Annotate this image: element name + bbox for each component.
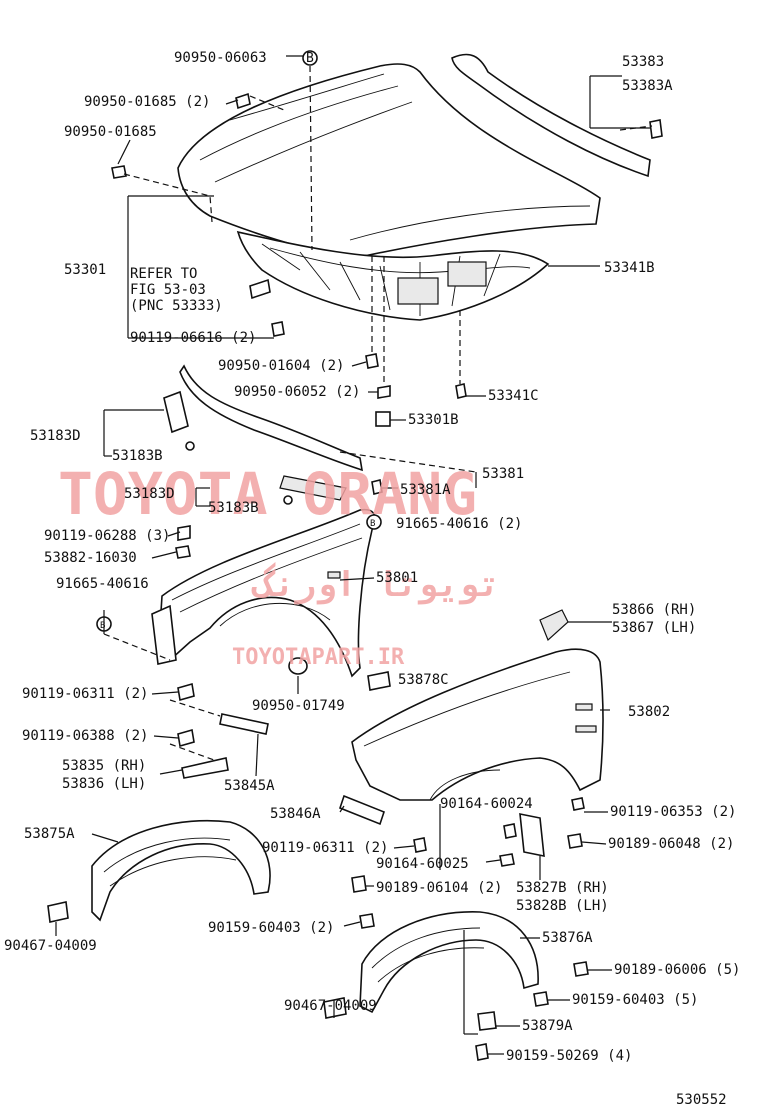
callout-90950-01749: 90950-01749	[252, 698, 345, 714]
callout-53183D-lower: 53183D	[124, 486, 175, 502]
callout-53882-16030: 53882-16030	[44, 550, 137, 566]
callout-90467-04009-left: 90467-04009	[4, 938, 97, 954]
callout-53341C: 53341C	[488, 388, 539, 404]
fender-liner-brackets	[103, 610, 269, 779]
bracket-53183D-lower	[279, 475, 347, 505]
callout-53845A: 53845A	[224, 778, 275, 794]
watermark-brand: TOYOTA ORANG	[58, 460, 477, 528]
callout-90159-50269: 90159-50269 (4)	[506, 1048, 632, 1064]
svg-text:B: B	[306, 51, 314, 66]
callout-53866-rh: 53866 (RH)	[612, 602, 696, 618]
callout-90159-60403-2: 90159-60403 (2)	[208, 920, 334, 936]
callout-90119-06388: 90119-06388 (2)	[22, 728, 148, 744]
callout-91665-40616: 91665-40616	[56, 576, 149, 592]
callout-90119-06311-upper: 90119-06311 (2)	[22, 686, 148, 702]
bracket-53183D-upper	[163, 390, 195, 451]
callout-90467-04009-right: 90467-04009	[284, 998, 377, 1014]
watermark-site: TOYOTAPART.IR	[232, 645, 405, 670]
watermark-arabic: تويوتا اورنگ	[251, 561, 500, 605]
callout-90159-60403-5: 90159-60403 (5)	[572, 992, 698, 1008]
callout-90189-06048: 90189-06048 (2)	[608, 836, 734, 852]
hood-bracket	[249, 278, 271, 300]
svg-text:B: B	[100, 621, 105, 631]
callout-53381: 53381	[482, 466, 524, 482]
callout-53183B-upper: 53183B	[112, 448, 163, 464]
callout-53827B-rh: 53827B (RH)	[516, 880, 609, 896]
callout-90164-60024: 90164-60024	[440, 796, 533, 812]
callout-53802: 53802	[628, 704, 670, 720]
callout-90119-06311-lower: 90119-06311 (2)	[262, 840, 388, 856]
callout-90950-01604: 90950-01604 (2)	[218, 358, 344, 374]
refer-note-line2: FIG 53-03	[130, 282, 206, 298]
callout-91665-40616-2: 91665-40616 (2)	[396, 516, 522, 532]
callout-53875A: 53875A	[24, 826, 75, 842]
callout-90119-06353: 90119-06353 (2)	[610, 804, 736, 820]
callout-53878C: 53878C	[398, 672, 449, 688]
callout-53301: 53301	[64, 262, 106, 278]
hood-inner-panel	[236, 230, 550, 321]
drawing-number: 530552	[676, 1092, 727, 1108]
callout-connectors	[55, 99, 612, 1055]
callout-53383A: 53383A	[622, 78, 673, 94]
callout-90119-06288: 90119-06288 (3)	[44, 528, 170, 544]
right-fender-brackets	[339, 609, 612, 870]
callouts: 90950-06063 90950-01685 (2) 90950-01685 …	[4, 50, 740, 1064]
watermark: TOYOTA ORANG تويوتا اورنگ TOYOTAPART.IR	[58, 460, 500, 670]
callout-90119-06616: 90119-06616 (2)	[130, 330, 256, 346]
left-fender	[157, 508, 376, 678]
left-fender-bracket: B B	[96, 514, 391, 748]
callout-53301B: 53301B	[408, 412, 459, 428]
left-fender-liner	[47, 819, 271, 923]
callout-53867-lh: 53867 (LH)	[612, 620, 696, 636]
refer-note-line3: (PNC 53333)	[130, 298, 223, 314]
hood-panel	[177, 63, 601, 259]
leader-lines-hood	[123, 55, 653, 386]
callout-53381A: 53381A	[400, 482, 451, 498]
callout-53183D-upper: 53183D	[30, 428, 81, 444]
hood-weatherstrip	[451, 53, 651, 178]
callout-53801: 53801	[376, 570, 418, 586]
fastener-group-upper: B	[111, 50, 663, 427]
svg-text:B: B	[370, 519, 375, 529]
callout-90950-01685: 90950-01685	[64, 124, 157, 140]
callout-90950-01685-2: 90950-01685 (2)	[84, 94, 210, 110]
callout-90950-06052: 90950-06052 (2)	[234, 384, 360, 400]
callout-90950-06063: 90950-06063	[174, 50, 267, 66]
callout-53383: 53383	[622, 54, 664, 70]
right-fender-liner	[323, 875, 589, 1061]
callout-90189-06006: 90189-06006 (5)	[614, 962, 740, 978]
callout-53835-rh: 53835 (RH)	[62, 758, 146, 774]
refer-note: REFER TO FIG 53-03 (PNC 53333)	[130, 266, 223, 314]
callout-53836-lh: 53836 (LH)	[62, 776, 146, 792]
callout-53879A: 53879A	[522, 1018, 573, 1034]
right-fender	[351, 648, 604, 801]
callout-53341B: 53341B	[604, 260, 655, 276]
refer-note-line1: REFER TO	[130, 266, 197, 282]
callout-53828B-lh: 53828B (LH)	[516, 898, 609, 914]
callout-53876A: 53876A	[542, 930, 593, 946]
callout-90164-60025: 90164-60025	[376, 856, 469, 872]
callout-53846A: 53846A	[270, 806, 321, 822]
fender-seal-rail	[179, 364, 364, 472]
callout-53183B-lower: 53183B	[208, 500, 259, 516]
leader-lines-rail	[103, 409, 477, 507]
callout-90189-06104: 90189-06104 (2)	[376, 880, 502, 896]
